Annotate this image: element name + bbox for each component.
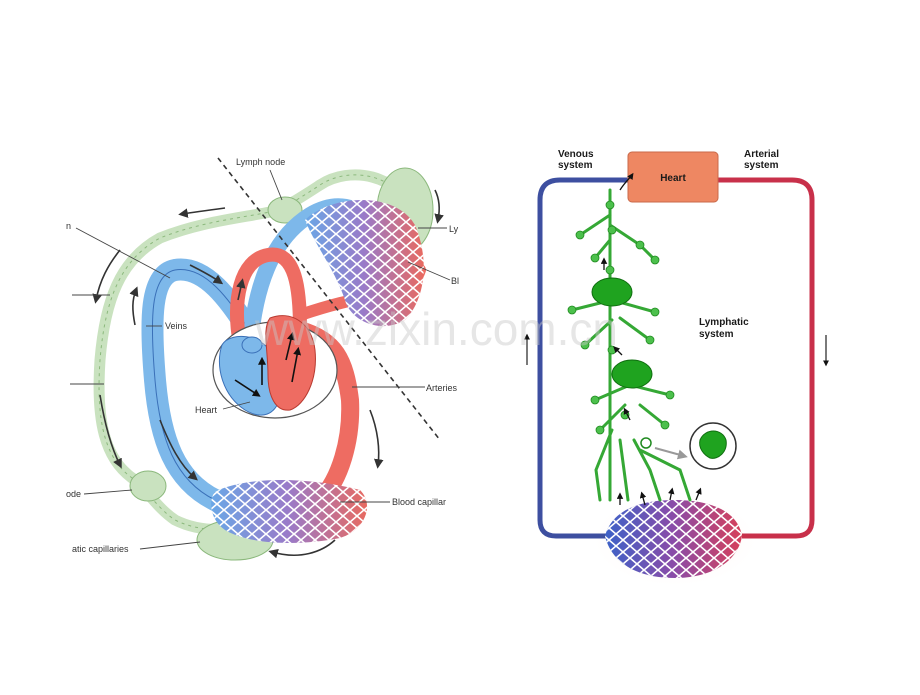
label-lymphatic-capillaries: atic capillaries (72, 544, 129, 554)
lymph-node-lower (611, 359, 653, 389)
heart (212, 315, 338, 419)
label-lymphatic-system-line2: system (699, 329, 734, 340)
dashed-section-line (217, 157, 441, 441)
lymphatic-vessel (93, 169, 416, 535)
lymph-flow-arrows (600, 172, 702, 506)
label-lymph-vessel-cut: n (66, 221, 71, 231)
label-veins: Veins (165, 321, 188, 331)
label-blood-capillaries: Blood capillar (392, 497, 446, 507)
lymph-node-top (267, 196, 303, 224)
leader-lines (70, 169, 451, 550)
valve-detail-leaf (699, 430, 727, 459)
label-venous-system-line1: Venous (558, 149, 594, 160)
valve-marker (640, 437, 652, 449)
watermark: www.zixin.com.cn (254, 303, 618, 355)
circulation-direction-arrows (524, 333, 829, 367)
left-circulation-diagram: Lymph node Ly Bl n Veins Heart Arteries … (66, 140, 465, 580)
label-arteries: Arteries (426, 383, 458, 393)
label-venous-system-line2: system (558, 160, 593, 171)
label-lymphatic-system-line1: Lymphatic (699, 317, 749, 328)
label-lymph-trunk-cut: Ly (449, 224, 459, 234)
label-heart-box: Heart (660, 173, 686, 184)
aortic-arch (230, 247, 307, 352)
lymphatic-bulbs (567, 200, 675, 435)
valve-zoom-arrow (654, 447, 688, 460)
label-heart-left: Heart (195, 405, 218, 415)
lymph-node-upper (591, 277, 633, 307)
arterial-system-vessel (718, 177, 815, 539)
label-arterial-system-line2: system (744, 160, 779, 171)
lymphatic-tree (570, 188, 692, 502)
label-blood-cut: Bl (451, 276, 459, 286)
label-lymph-node-top: Lymph node (236, 157, 285, 167)
lymph-node-bottom (129, 470, 167, 502)
systemic-capillary-bed (605, 500, 742, 578)
label-arterial-system-line1: Arterial (744, 149, 779, 160)
label-lymph-node-bottom: ode (66, 489, 81, 499)
right-circulation-diagram: Heart (524, 149, 829, 588)
venous-system-vessel (537, 177, 628, 539)
upper-capillary-bed (305, 200, 424, 327)
lower-capillary-bed (211, 480, 368, 543)
